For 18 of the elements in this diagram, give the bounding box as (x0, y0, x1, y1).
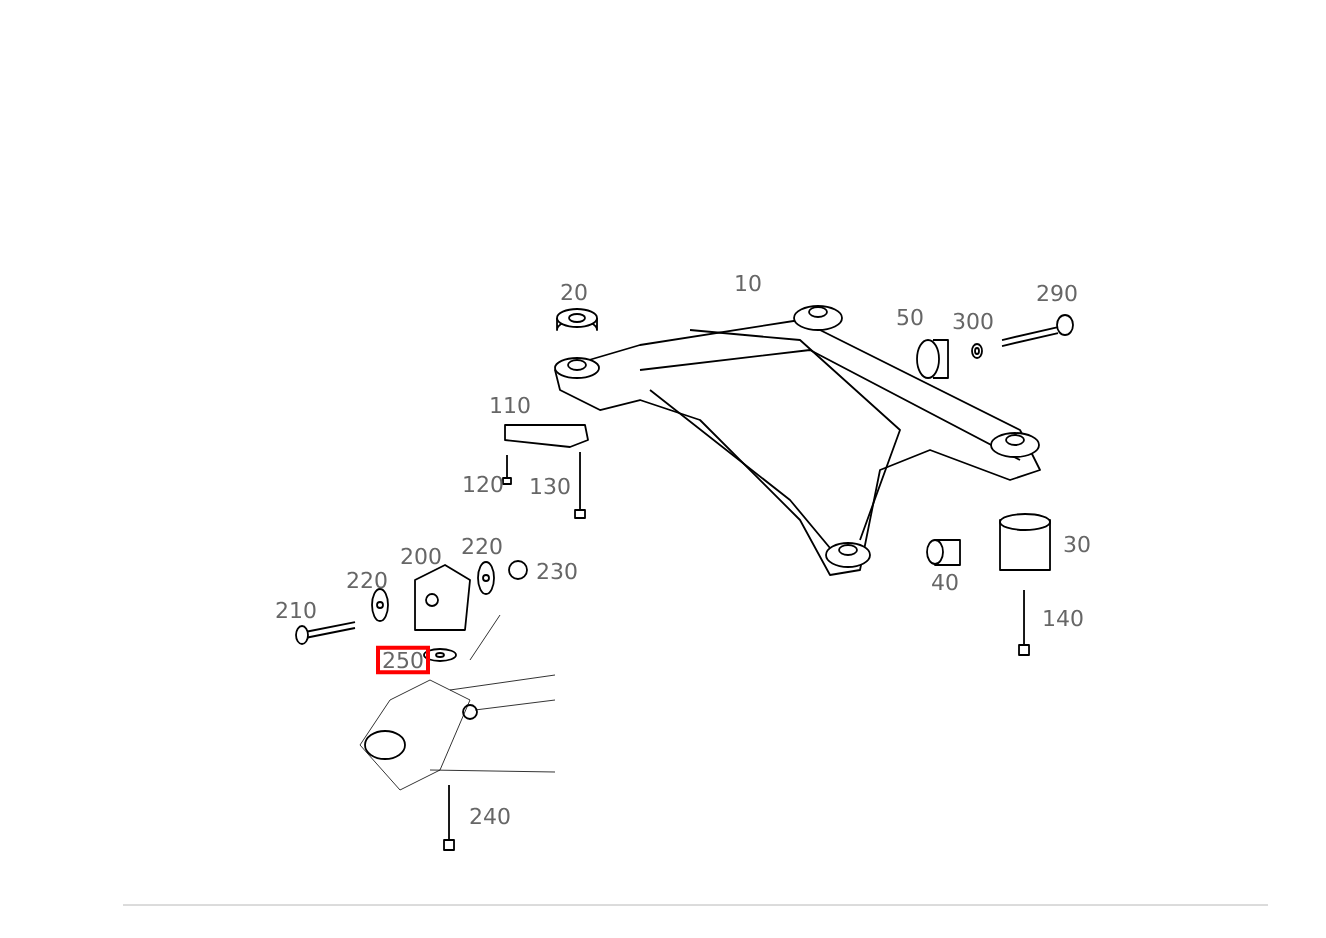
callout-number: 220 (462, 537, 502, 555)
callout-number: 30 (1064, 535, 1090, 553)
callout-number: 20 (561, 283, 587, 301)
highlight-box: 250 (376, 645, 430, 675)
callout-number: 240 (470, 807, 510, 825)
callout-number: 290 (1037, 284, 1077, 302)
callout-number: 40 (932, 573, 958, 591)
callout-number: 210 (276, 601, 316, 619)
callout-number: 130 (531, 477, 570, 495)
callout-number: 300 (953, 312, 993, 330)
callout-number: 200 (401, 547, 441, 565)
callout-number: 120 (464, 475, 503, 493)
callout-number: 110 (491, 396, 530, 414)
callout-number: 50 (897, 308, 923, 326)
callout-number: 220 (347, 571, 387, 589)
callout-number: 140 (1044, 609, 1083, 627)
callout-number: 10 (736, 274, 761, 292)
callout-number: 230 (537, 562, 577, 580)
